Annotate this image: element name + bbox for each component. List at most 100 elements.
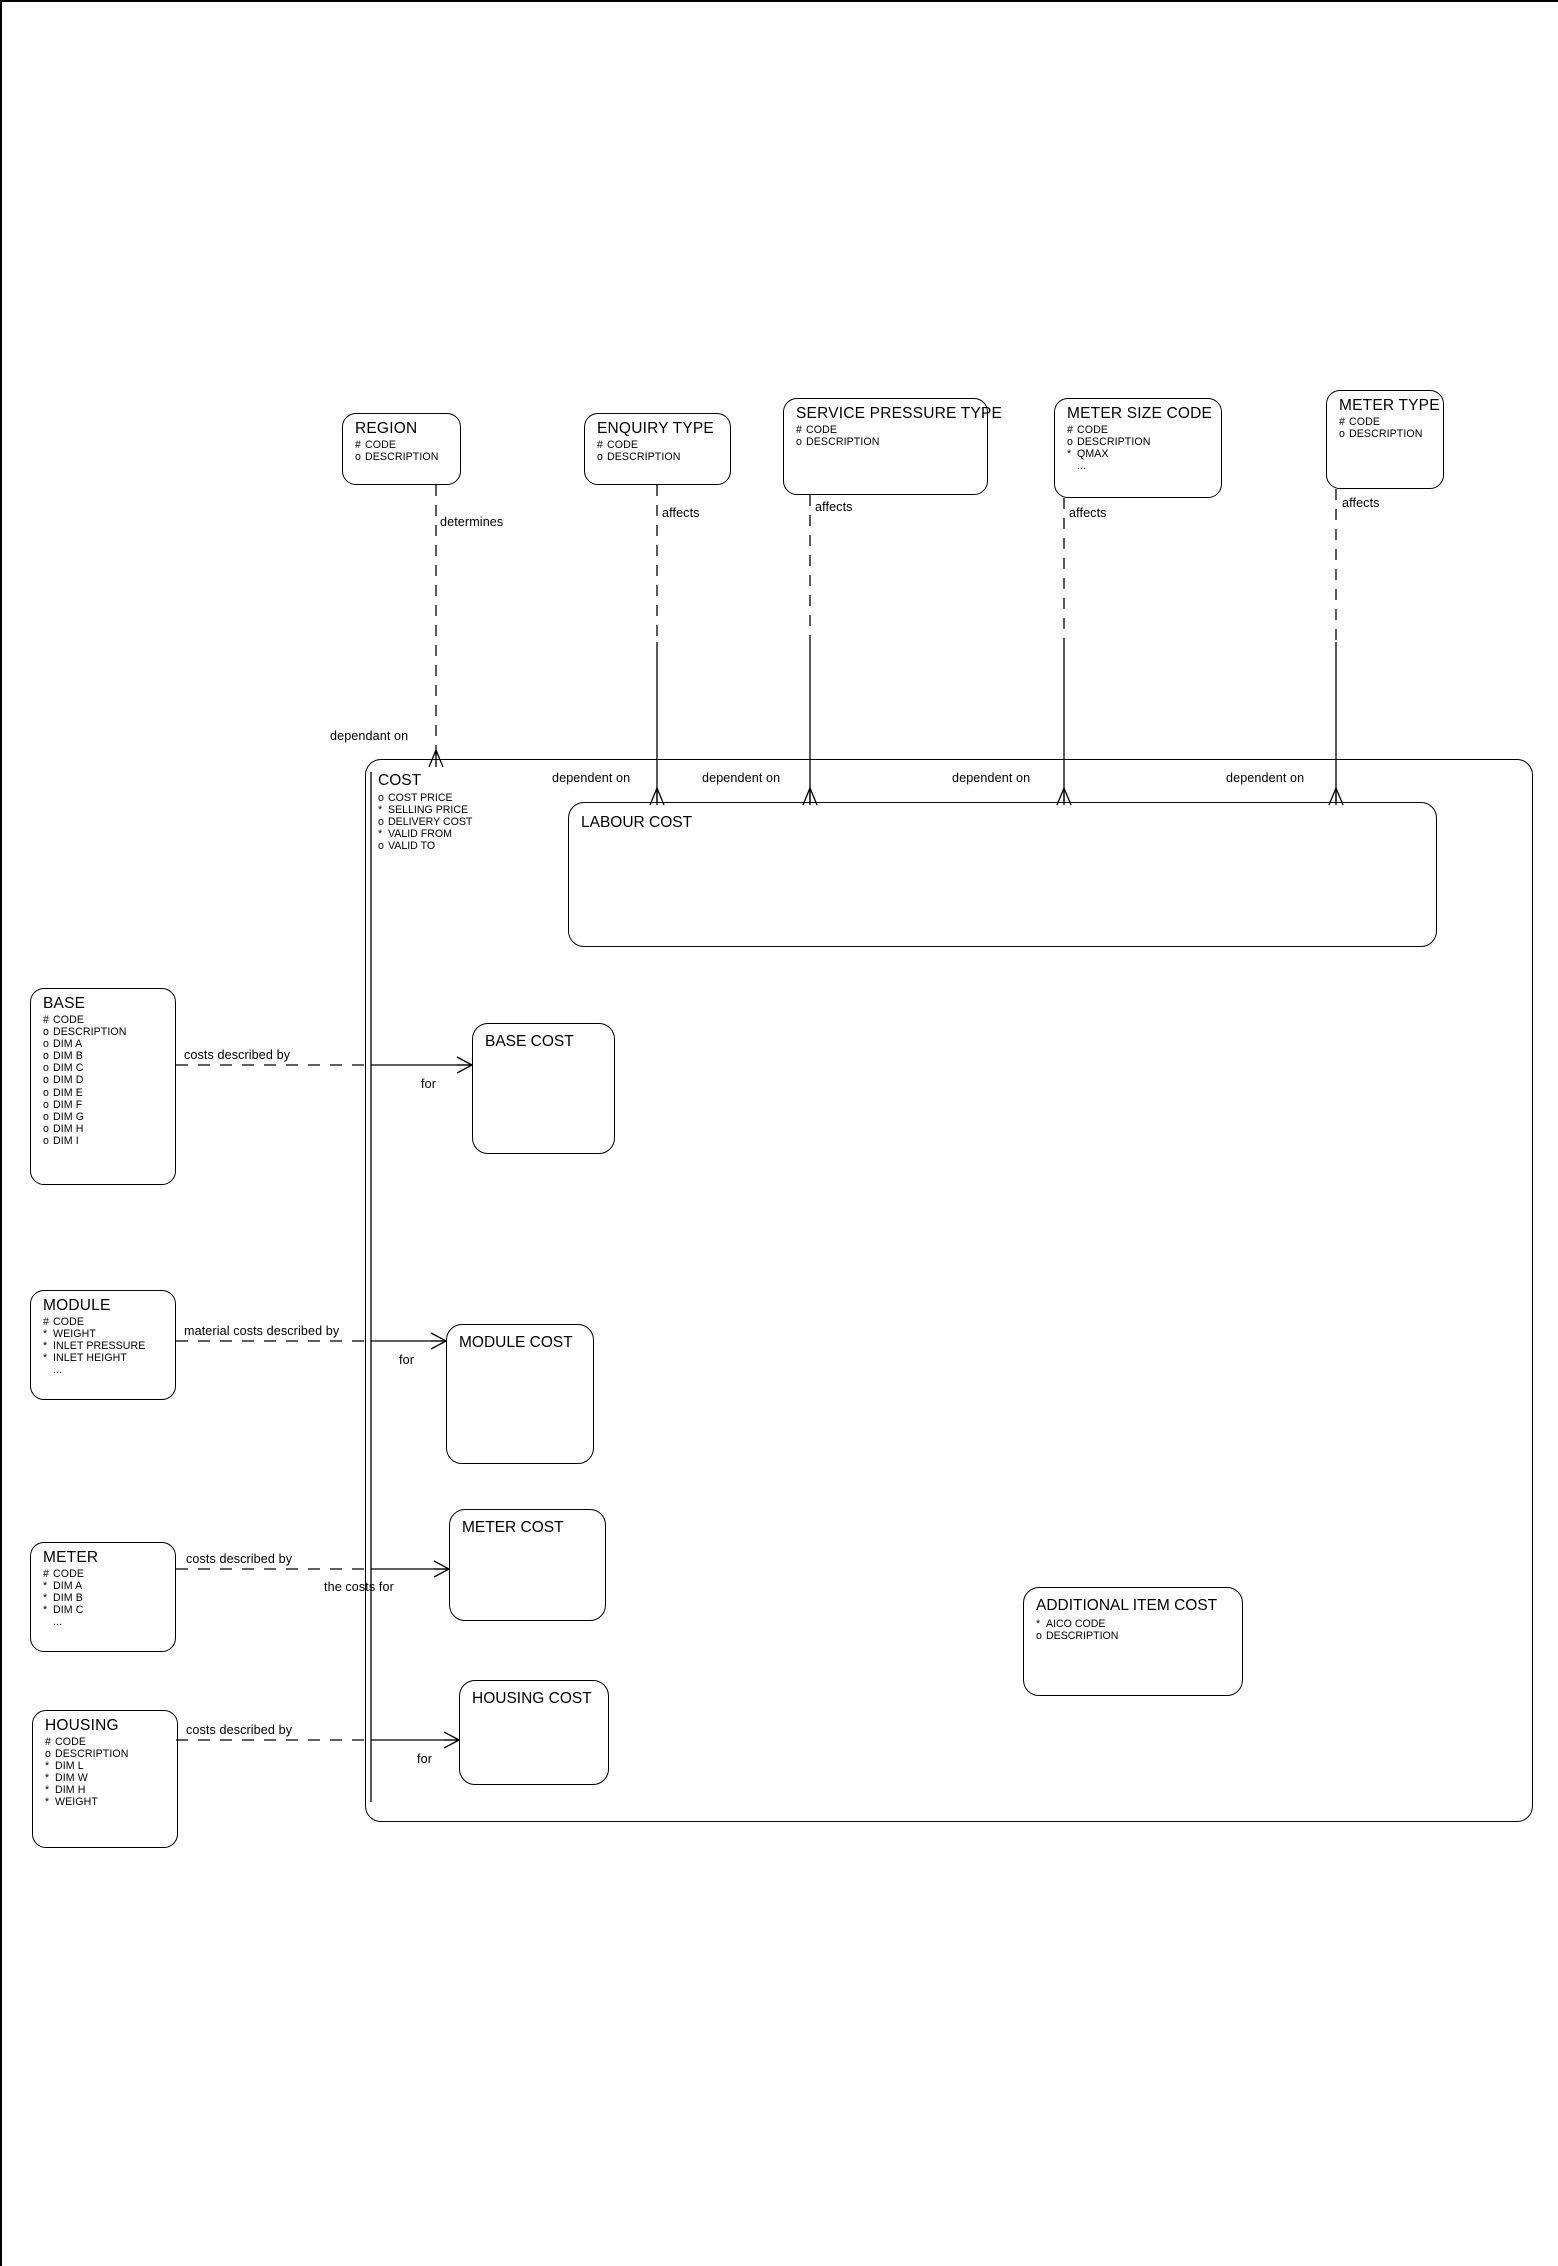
attribute-row: *WEIGHT — [43, 1328, 165, 1340]
attribute-row: ... — [43, 1364, 165, 1376]
entity-cost-title: COST — [378, 772, 422, 789]
entity-labour-cost[interactable]: LABOUR COST — [568, 802, 1437, 947]
entity-meter-title: METER — [43, 1549, 99, 1566]
attribute-marker: * — [43, 1328, 48, 1341]
attribute-row: # CODE — [45, 1736, 167, 1748]
relationship-label-module-for: for — [399, 1353, 414, 1367]
entity-meter[interactable]: METER #CODE*DIM A*DIM B*DIM C... — [30, 1542, 176, 1652]
attribute-marker: # — [43, 1568, 49, 1580]
attribute-row: ... — [1067, 460, 1211, 472]
attribute-label: VALID FROM — [388, 828, 452, 841]
attribute-marker: o — [43, 1110, 49, 1123]
attribute-label: DIM A — [53, 1580, 83, 1593]
entity-module-cost[interactable]: MODULE COST — [446, 1324, 594, 1464]
attribute-marker: o — [597, 451, 603, 464]
attribute-label: CODE — [1077, 424, 1109, 436]
attribute-label: DIM F — [53, 1098, 83, 1111]
relationship-label-service-pressure-dependent-on: dependent on — [702, 771, 781, 785]
attribute-marker: o — [43, 1098, 49, 1111]
relationship-label-service-pressure-affects: affects — [815, 500, 853, 514]
attribute-marker: # — [43, 1014, 49, 1026]
attribute-label: DIM C — [53, 1604, 84, 1617]
relationship-label-base-for: for — [421, 1077, 436, 1091]
attribute-label: DIM A — [53, 1038, 83, 1051]
attribute-marker: o — [796, 436, 802, 449]
entity-module[interactable]: MODULE #CODE*WEIGHT*INLET PRESSURE*INLET… — [30, 1290, 176, 1400]
attribute-label: CODE — [55, 1736, 87, 1748]
attribute-marker: o — [355, 451, 361, 464]
attribute-label: DESCRIPTION — [53, 1026, 127, 1039]
attribute-row: *INLET HEIGHT — [43, 1352, 165, 1364]
entity-module-attributes: #CODE*WEIGHT*INLET PRESSURE*INLET HEIGHT… — [43, 1316, 165, 1376]
attribute-row: o DESCRIPTION — [45, 1748, 167, 1760]
relationship-label-meter-type-dependent-on: dependent on — [1226, 771, 1305, 785]
attribute-label: DESCRIPTION — [55, 1748, 129, 1761]
relationship-label-enquiry-affects: affects — [662, 506, 700, 520]
attribute-marker: * — [43, 1592, 48, 1605]
attribute-row: *INLET PRESSURE — [43, 1340, 165, 1352]
attribute-marker: o — [43, 1050, 49, 1063]
attribute-label: DELIVERY COST — [388, 816, 473, 829]
attribute-label: DIM B — [53, 1050, 83, 1063]
attribute-row: *SELLING PRICE — [378, 804, 472, 816]
attribute-marker: o — [378, 840, 384, 853]
entity-enquiry-type-title: ENQUIRY TYPE — [597, 420, 714, 437]
attribute-row: o DIM F — [43, 1099, 165, 1111]
attribute-marker: # — [1339, 416, 1345, 428]
attribute-row: * DIM C — [43, 1604, 165, 1616]
relationship-label-housing-costs-described-by: costs described by — [186, 1723, 293, 1737]
attribute-label: ... — [1077, 460, 1087, 473]
attribute-row: #CODE — [597, 439, 720, 451]
attribute-marker: o — [43, 1038, 49, 1051]
attribute-label: COST PRICE — [388, 792, 453, 804]
attribute-row: *QMAX — [1067, 448, 1211, 460]
attribute-row: #CODE — [796, 424, 977, 436]
entity-meter-attributes: #CODE*DIM A*DIM B*DIM C... — [43, 1568, 165, 1628]
attribute-marker: # — [355, 439, 361, 451]
attribute-marker: o — [43, 1074, 49, 1087]
attribute-marker: # — [45, 1736, 51, 1748]
attribute-marker: * — [43, 1604, 48, 1617]
attribute-row: *DIM W — [45, 1772, 167, 1784]
attribute-label: QMAX — [1077, 448, 1109, 461]
entity-meter-cost-title: METER COST — [462, 1519, 564, 1536]
entity-region-title: REGION — [355, 420, 418, 437]
attribute-label: DIM I — [53, 1134, 79, 1147]
attribute-marker: * — [45, 1796, 50, 1809]
attribute-row: o VALID TO — [378, 840, 472, 852]
entity-module-cost-title: MODULE COST — [459, 1334, 573, 1351]
relationship-label-meter-type-affects: affects — [1342, 496, 1380, 510]
attribute-marker: # — [796, 424, 802, 436]
relationship-label-meter-the-costs-for: the costs for — [324, 1580, 394, 1594]
attribute-row: #CODE — [355, 439, 450, 451]
entity-housing-cost[interactable]: HOUSING COST — [459, 1680, 609, 1785]
attribute-marker: * — [43, 1340, 48, 1353]
attribute-label: DIM H — [53, 1122, 84, 1135]
entity-meter-cost[interactable]: METER COST — [449, 1509, 606, 1621]
attribute-label: VALID TO — [388, 840, 436, 853]
attribute-row: *AICO CODE — [1036, 1618, 1118, 1630]
entity-base-cost[interactable]: BASE COST — [472, 1023, 615, 1154]
attribute-marker: o — [43, 1122, 49, 1135]
attribute-marker: o — [378, 816, 384, 829]
attribute-marker: o — [45, 1748, 51, 1761]
attribute-row: *WEIGHT — [45, 1796, 167, 1808]
attribute-label: CODE — [1349, 416, 1381, 428]
